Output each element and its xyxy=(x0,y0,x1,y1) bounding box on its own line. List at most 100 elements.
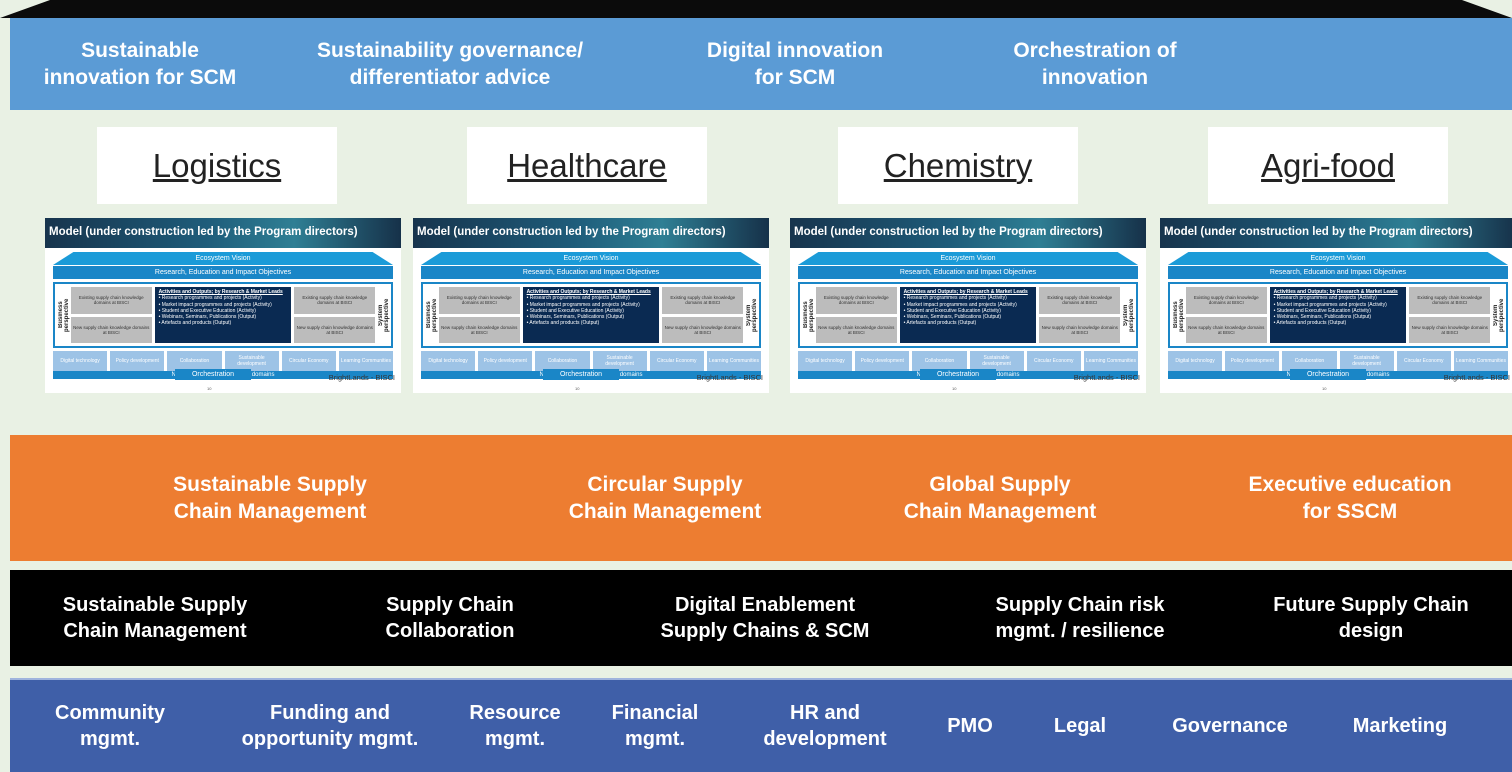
domain-box: Digital technology xyxy=(1168,351,1223,371)
model-thumbnail: Model (under construction led by the Pro… xyxy=(413,218,769,393)
innovation-item: Sustainability governance/ differentiato… xyxy=(316,38,584,89)
model-page-number: 10 xyxy=(1322,386,1327,391)
model-objectives: Research, Education and Impact Objective… xyxy=(53,266,393,279)
activity-item: • Market impact programmes and projects … xyxy=(526,301,640,308)
domain-box: Policy development xyxy=(855,351,910,371)
programs-band: Sustainable Supply Chain Management Circ… xyxy=(10,435,1512,561)
sector-logistics: Logistics xyxy=(97,127,337,204)
business-perspective-label: Business perspective xyxy=(58,298,70,332)
model-body: Business perspective Existing supply cha… xyxy=(53,282,393,348)
existing-domains-box: Existing supply chain knowledge domains … xyxy=(1186,287,1267,314)
activities-box: Activities and Outputs; by Research & Ma… xyxy=(154,287,292,343)
existing-domains-box: Existing supply chain knowledge domains … xyxy=(71,287,152,314)
sector-chemistry: Chemistry xyxy=(838,127,1078,204)
domain-box: Collaboration xyxy=(535,351,590,371)
domain-box: Digital technology xyxy=(53,351,108,371)
domain-box: Sustainable development xyxy=(224,351,279,371)
program-item: Sustainable Supply Chain Management xyxy=(173,472,367,523)
activity-item: • Artefacts and products (Output) xyxy=(526,320,600,327)
system-perspective-label: System perspective xyxy=(1123,298,1136,332)
model-vision: Ecosystem Vision xyxy=(798,252,1138,265)
activities-title: Activities and Outputs; by Research & Ma… xyxy=(903,289,1028,295)
program-item: Global Supply Chain Management xyxy=(903,472,1097,523)
model-thumbnail: Model (under construction led by the Pro… xyxy=(790,218,1146,393)
activities-title: Activities and Outputs; by Research & Ma… xyxy=(158,289,283,295)
model-vision: Ecosystem Vision xyxy=(421,252,761,265)
model-header: Model (under construction led by the Pro… xyxy=(790,218,1146,248)
system-perspective-label: System perspective xyxy=(1493,298,1506,332)
existing-domains-box: Existing supply chain knowledge domains … xyxy=(1039,287,1121,314)
activity-item: • Student and Executive Education (Activ… xyxy=(526,307,624,314)
model-thumbnail: Model (under construction led by the Pro… xyxy=(1160,218,1512,393)
support-item: Legal xyxy=(1053,715,1107,737)
support-item: Funding and opportunity mgmt. xyxy=(241,702,419,750)
activities-box: Activities and Outputs; by Research & Ma… xyxy=(899,287,1037,343)
activity-item: • Market impact programmes and projects … xyxy=(903,301,1017,308)
existing-domains-box: Existing supply chain knowledge domains … xyxy=(816,287,897,314)
domain-box: Learning Communities xyxy=(1083,351,1139,371)
model-header: Model (under construction led by the Pro… xyxy=(45,218,401,248)
support-item: Governance xyxy=(1172,715,1288,737)
domain-box: Digital technology xyxy=(421,351,476,371)
model-title: Model (under construction led by the Pro… xyxy=(49,226,358,238)
innovation-item: Orchestration of innovation xyxy=(1013,38,1177,89)
activities-title: Activities and Outputs; by Research & Ma… xyxy=(526,289,651,295)
existing-domains-box: Existing supply chain knowledge domains … xyxy=(439,287,520,314)
model-objectives: Research, Education and Impact Objective… xyxy=(421,266,761,279)
model-page-number: 10 xyxy=(575,386,580,391)
activities-title: Activities and Outputs; by Research & Ma… xyxy=(1273,289,1398,295)
orchestration-box: Orchestration xyxy=(175,369,251,380)
research-themes-band: Sustainable Supply Chain Management Supp… xyxy=(10,570,1512,666)
activity-item: • Research programmes and projects (Acti… xyxy=(526,295,630,302)
domain-box: Collaboration xyxy=(1282,351,1337,371)
existing-domains-box: Existing supply chain knowledge domains … xyxy=(662,287,744,314)
domain-box: Collaboration xyxy=(912,351,967,371)
support-item: HR and development xyxy=(763,702,887,750)
business-perspective-label: Business perspective xyxy=(1173,298,1185,332)
sector-label: Healthcare xyxy=(507,146,667,184)
new-domains-box: New supply chain knowledge domains at BI… xyxy=(1039,316,1121,343)
domain-box: Sustainable development xyxy=(969,351,1024,371)
innovation-item: Digital innovation for SCM xyxy=(706,38,884,89)
innovation-band: Sustainable innovation for SCM Sustainab… xyxy=(10,18,1512,110)
brightlands-logo: BrightLands - BISCI xyxy=(1443,373,1510,382)
system-perspective-label: System perspective xyxy=(378,298,391,332)
orchestration-box: Orchestration xyxy=(543,369,619,380)
activity-item: • Research programmes and projects (Acti… xyxy=(1273,295,1377,302)
model-page-number: 10 xyxy=(207,386,212,391)
model-vision: Ecosystem Vision xyxy=(1168,252,1508,265)
existing-domains-box: Existing supply chain knowledge domains … xyxy=(294,287,376,314)
domain-row: Digital technology Policy development Co… xyxy=(421,351,762,371)
domain-box: Circular Economy xyxy=(281,351,336,371)
new-domains-box: New supply chain knowledge domains at BI… xyxy=(439,316,520,343)
system-perspective-label: System perspective xyxy=(746,298,759,332)
support-item: Financial mgmt. xyxy=(611,702,699,750)
theme-item: Supply Chain Collaboration xyxy=(385,594,515,642)
existing-domains-box: Existing supply chain knowledge domains … xyxy=(1409,287,1491,314)
business-perspective-label: Business perspective xyxy=(803,298,815,332)
activity-item: • Artefacts and products (Output) xyxy=(158,320,232,327)
support-functions-band: Community mgmt. Funding and opportunity … xyxy=(10,678,1512,772)
activity-item: • Research programmes and projects (Acti… xyxy=(903,295,1007,302)
model-page-number: 10 xyxy=(952,386,957,391)
business-perspective-label: Business perspective xyxy=(426,298,438,332)
model-title: Model (under construction led by the Pro… xyxy=(794,226,1103,238)
activity-item: • Student and Executive Education (Activ… xyxy=(158,307,256,314)
domain-box: Policy development xyxy=(1225,351,1280,371)
program-item: Executive education for SSCM xyxy=(1248,472,1452,523)
domain-box: Policy development xyxy=(478,351,533,371)
domain-row: Digital technology Policy development Co… xyxy=(798,351,1139,371)
new-domains-box: New supply chain knowledge domains at BI… xyxy=(1409,316,1491,343)
brightlands-logo: BrightLands - BISCI xyxy=(1073,373,1140,382)
support-item: PMO xyxy=(947,715,993,737)
domain-row: Digital technology Policy development Co… xyxy=(1168,351,1509,371)
new-domains-box: New supply chain knowledge domains at BI… xyxy=(816,316,897,343)
activity-item: • Student and Executive Education (Activ… xyxy=(903,307,1001,314)
support-item: Resource mgmt. xyxy=(469,702,561,750)
sector-label: Logistics xyxy=(152,146,282,184)
model-title: Model (under construction led by the Pro… xyxy=(1164,226,1473,238)
activities-box: Activities and Outputs; by Research & Ma… xyxy=(1269,287,1407,343)
model-vision: Ecosystem Vision xyxy=(53,252,393,265)
new-domains-box: New supply chain knowledge domains at BI… xyxy=(71,316,152,343)
sector-agri-food: Agri-food xyxy=(1208,127,1448,204)
